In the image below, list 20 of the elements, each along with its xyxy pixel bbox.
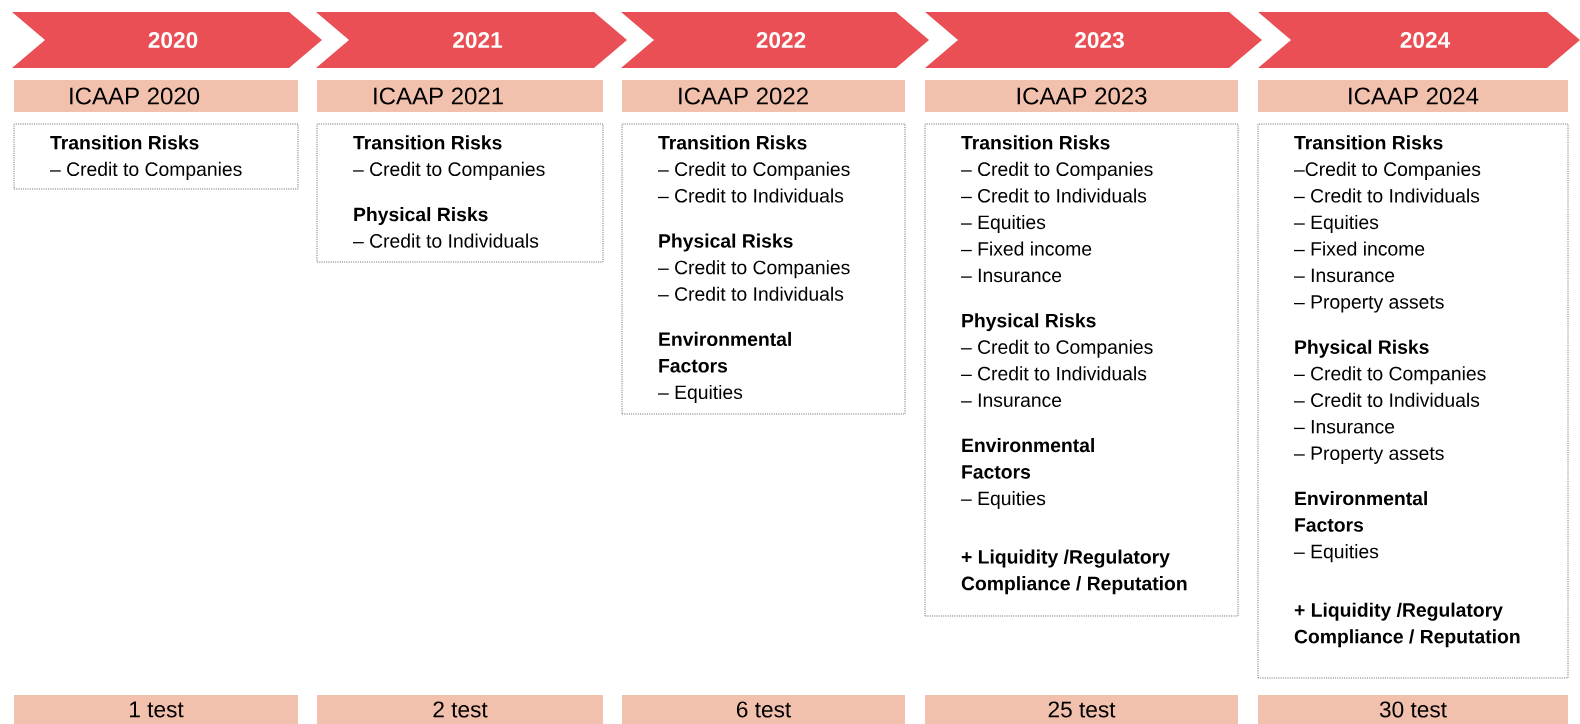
year-banner: 2022 [621, 12, 929, 68]
year-banner: 2023 [925, 12, 1262, 68]
count-band: 2 test [317, 695, 603, 724]
count-band: 6 test [622, 695, 905, 724]
label-band: ICAAP 2023 [925, 80, 1238, 112]
year-banner: 2020 [12, 12, 322, 68]
risk-list-box: Transition Risks – Credit to Companies – Credit to Individuals Physical Risks – Credit to Companies – Credit to Individuals Environmental Factors – Equities [621, 123, 906, 415]
label-band: ICAAP 2020 [14, 80, 298, 112]
risk-list-box: Transition Risks – Credit to Companies – Credit to Individuals – Equities – Fixed income – Insurance Physical Risks – Credit to Companies – Credit to Individuals – Insurance Environmental Factors – Equities + Liquidity /Regulatory Compliance / Reputation [924, 123, 1239, 617]
label-band: ICAAP 2021 [317, 80, 603, 112]
year-banner: 2021 [316, 12, 627, 68]
risk-list-box: Transition Risks – Credit to Companies [13, 123, 299, 190]
year-banner: 2024 [1258, 12, 1580, 68]
risk-list-box: Transition Risks – Credit to Companies Physical Risks – Credit to Individuals [316, 123, 604, 263]
label-band: ICAAP 2022 [622, 80, 905, 112]
count-band: 30 test [1258, 695, 1568, 724]
count-band: 25 test [925, 695, 1238, 724]
risk-list-box: Transition Risks –Credit to Companies – Credit to Individuals – Equities – Fixed income – Insurance – Property assets Physical Risks – Credit to Companies – Credit to Individuals – Insurance – Property assets Environmental Factors – Equities + Liquidity /Regulatory Compliance / Reputation [1257, 123, 1569, 679]
label-band: ICAAP 2024 [1258, 80, 1568, 112]
count-band: 1 test [14, 695, 298, 724]
